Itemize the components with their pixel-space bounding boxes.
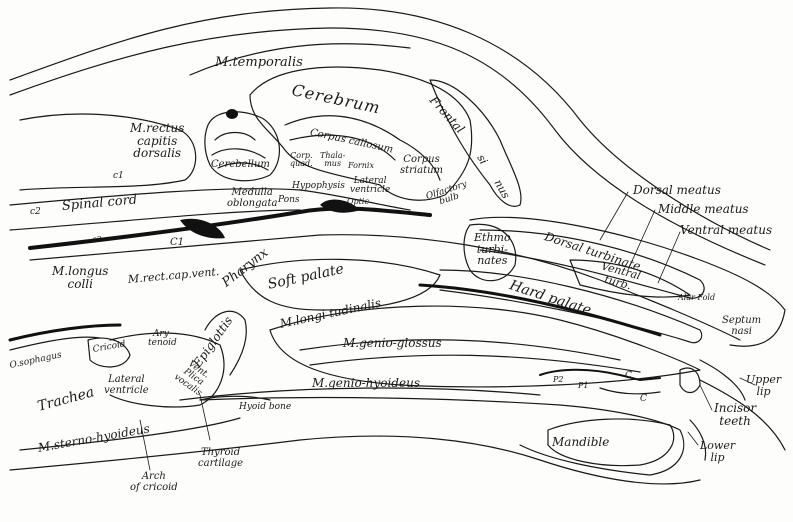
label-optic: Optic — [347, 198, 369, 206]
label-m-genio-hyoideus: M.genio-hyoideus — [312, 377, 420, 389]
label-corpus-striatum: Corpus striatum — [400, 155, 443, 176]
label-incisor-teeth: Incisor teeth — [714, 402, 756, 427]
label-c1-upper: c1 — [113, 172, 124, 181]
leader-ventral-meatus — [658, 232, 680, 283]
label-m-longus-colli: M.longus colli — [52, 265, 108, 290]
label-lower-lip: Lower lip — [700, 440, 735, 463]
label-tooth-c-upper: C — [625, 372, 632, 381]
label-tooth-p1: P1 — [578, 382, 588, 390]
label-c2-upper: c2 — [30, 208, 41, 217]
label-c1-lower: C1 — [170, 238, 184, 248]
label-hypophysis: Hypophysis — [292, 182, 345, 191]
leader-lower-lip — [688, 432, 698, 445]
label-corp-quad: Corp. quad. — [290, 152, 313, 169]
label-m-genio-glossus: M.genio-glossus — [343, 337, 442, 349]
label-ventral-meatus: Ventral meatus — [680, 224, 772, 236]
label-arytenoid: Ary- tenoid — [148, 330, 177, 349]
label-m-temporalis: M.temporalis — [215, 56, 303, 69]
leader-incisor — [700, 385, 712, 410]
label-thyroid-cartilage: Thyroid cartilage — [198, 448, 243, 469]
label-septum-nasi: Septum nasi — [722, 316, 761, 337]
cerebral-dot — [226, 109, 238, 119]
label-lateral-ventricle-brain: Lateral ventricle — [350, 177, 390, 196]
label-mandible: Mandible — [552, 436, 609, 448]
leader-dorsal-meatus — [600, 192, 628, 240]
teeth-lower — [600, 388, 660, 394]
upper-lip-outline — [700, 360, 745, 400]
label-tooth-p2: P2 — [553, 376, 563, 384]
label-m-rectus-capitis-dorsalis: M.rectus capitis dorsalis — [130, 122, 184, 160]
label-lateral-ventricle-larynx: Lateral ventricle — [104, 375, 149, 396]
label-dorsal-meatus: Dorsal meatus — [633, 184, 721, 196]
label-upper-lip: Upper lip — [746, 374, 781, 397]
label-ethmo-turbinates: Ethmo turbi- nates — [474, 232, 511, 267]
label-alar-fold: Alar Fold — [678, 294, 715, 302]
label-hyoid-bone: Hyoid bone — [239, 403, 291, 412]
label-thalamus: Thala- mus — [320, 152, 345, 169]
label-cerebellum: Cerebellum — [211, 160, 270, 170]
dura-black-strip — [30, 209, 430, 248]
oesophagus-outline — [10, 337, 100, 350]
label-arch-of-cricoid: Arch of cricoid — [130, 472, 178, 493]
label-c2-lower: c2 — [92, 236, 102, 244]
label-tooth-c-lower: C — [640, 395, 647, 404]
label-middle-meatus: Middle meatus — [658, 203, 749, 215]
label-pons: Pons — [278, 196, 300, 205]
label-medulla-oblongata: Medulla oblongata — [227, 188, 277, 209]
label-fornix: Fornix — [348, 162, 374, 170]
